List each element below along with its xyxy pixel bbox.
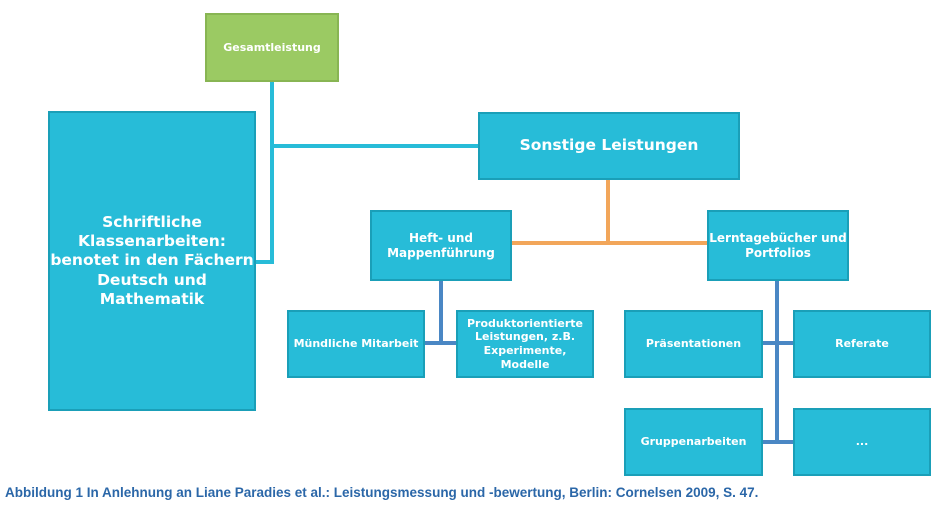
node-praesentationen: Präsentationen <box>624 310 763 378</box>
node-muendliche-mitarbeit: Mündliche Mitarbeit <box>287 310 425 378</box>
node-lerntagebuecher-portfolios: Lerntagebücher und Portfolios <box>707 210 849 281</box>
connector-root-to-children <box>270 82 478 148</box>
figure-caption: Abbildung 1 In Anlehnung an Liane Paradi… <box>5 485 759 500</box>
node-referate: Referate <box>793 310 931 378</box>
node-more: ... <box>793 408 931 476</box>
node-gruppenarbeiten: Gruppenarbeiten <box>624 408 763 476</box>
node-schriftliche-klassenarbeiten: Schriftliche Klassenarbeiten: benotet in… <box>48 111 256 411</box>
node-sonstige-leistungen: Sonstige Leistungen <box>478 112 740 180</box>
node-heft-mappenfuehrung: Heft- und Mappenführung <box>370 210 512 281</box>
node-produktorientierte-leistungen: Produktorientierte Leistungen, z.B. Expe… <box>456 310 594 378</box>
connector-root-to-schriftliche <box>256 146 274 264</box>
node-gesamtleistung: Gesamtleistung <box>205 13 339 82</box>
